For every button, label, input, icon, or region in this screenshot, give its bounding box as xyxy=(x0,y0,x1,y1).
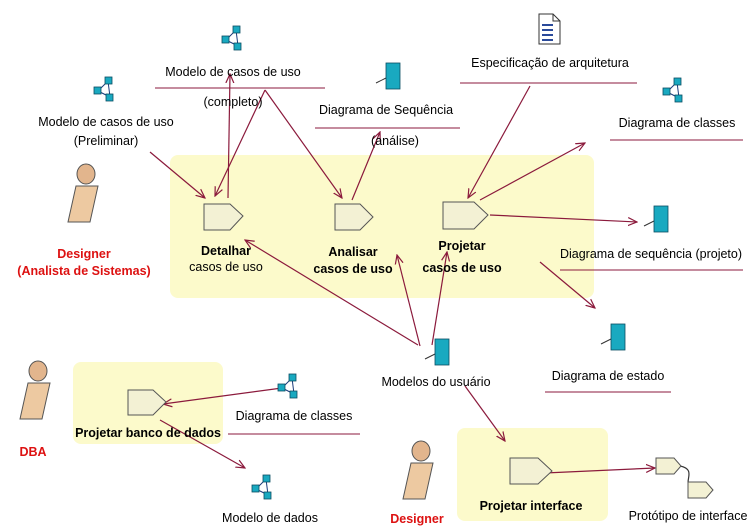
modelo-dados-label: Modelo de dados xyxy=(222,511,318,525)
detalhar-label-line2: casos de uso xyxy=(189,260,263,274)
modelo-completo-label-line2: (completo) xyxy=(203,95,262,109)
modelos-usuario-icon xyxy=(424,338,450,366)
arrow-projetar-to-seq-projeto xyxy=(489,214,637,222)
arrow-completo-to-detalhar xyxy=(215,89,266,196)
arrow-usuario-to-detalhar xyxy=(245,240,419,346)
arrow-detalhar-to-completo xyxy=(228,74,230,199)
diag-seq-projeto-icon xyxy=(643,205,669,233)
swimlane-use-cases xyxy=(170,155,594,298)
projetar-banco-label: Projetar banco de dados xyxy=(75,426,221,440)
designer-analyst-label-line2: (Analista de Sistemas) xyxy=(17,264,150,278)
modelo-completo-label-line1: Modelo de casos de uso xyxy=(165,65,301,79)
modelo-completo-icon xyxy=(221,25,242,51)
dba-label: DBA xyxy=(19,445,46,459)
prototipo-label: Protótipo de interface xyxy=(629,509,748,523)
especificacao-document-icon xyxy=(538,13,561,45)
activity-analisar-shape xyxy=(334,203,374,231)
diag-seq-analise-icon xyxy=(375,62,401,90)
arrow-projetar-to-classes-top xyxy=(479,143,585,201)
diag-classes-bottom-icon xyxy=(277,373,298,399)
diag-seq-projeto-label: Diagrama de sequência (projeto) xyxy=(560,247,742,261)
activities xyxy=(127,201,553,485)
dba-actor-icon xyxy=(19,360,51,420)
arrow-usuario-to-analisar xyxy=(397,255,421,347)
diag-classes-top-label: Diagrama de classes xyxy=(619,116,736,130)
modelo-preliminar-icon xyxy=(93,76,114,102)
diag-estado-icon xyxy=(600,323,626,351)
activity-detalhar-shape xyxy=(203,203,244,231)
analisar-label-line1: Analisar xyxy=(328,245,377,259)
arrow-banco-to-dados xyxy=(159,419,245,468)
designer-label: Designer xyxy=(390,512,444,526)
designer-analyst-label-line1: Designer xyxy=(57,247,111,261)
arrow-completo-to-analisar xyxy=(264,89,342,198)
detalhar-label-line1: Detalhar xyxy=(201,244,251,258)
modelo-preliminar-label-line2: (Preliminar) xyxy=(74,134,139,148)
analisar-label-line2: casos de uso xyxy=(313,262,393,276)
arrow-especificacao-to-projetar xyxy=(468,85,531,198)
diag-classes-bottom-label: Diagrama de classes xyxy=(236,409,353,423)
projetar-casos-label-line2: casos de uso xyxy=(422,261,502,275)
diag-classes-top-icon xyxy=(662,77,683,103)
modelos-usuario-label: Modelos do usuário xyxy=(381,375,490,389)
projetar-interface-label: Projetar interface xyxy=(480,499,583,513)
designer-actor-icon xyxy=(402,440,434,500)
diag-seq-analise-label-line1: Diagrama de Sequência xyxy=(319,103,453,117)
modelo-preliminar-label-line1: Modelo de casos de uso xyxy=(38,115,174,129)
diag-seq-analise-label-line2: (análise) xyxy=(371,134,419,148)
arrow-analisar-to-seq-analise xyxy=(351,132,380,201)
arrow-projetar-to-estado xyxy=(539,261,595,308)
activity-projetar-casos-shape xyxy=(442,201,489,230)
modelo-dados-icon xyxy=(251,474,272,500)
projetar-casos-label-line1: Projetar xyxy=(438,239,485,253)
activity-projetar-interface-shape xyxy=(509,457,553,485)
especificacao-label: Especificação de arquitetura xyxy=(471,56,629,70)
arrow-preliminar-to-detalhar xyxy=(149,151,205,198)
arrow-classes-to-banco xyxy=(163,387,283,404)
flow-arrows xyxy=(149,74,655,474)
prototipo-icon xyxy=(655,457,714,499)
artifact-underlines xyxy=(155,82,743,435)
arrow-usuario-to-projetar xyxy=(431,252,447,346)
arrow-interface-to-prototipo xyxy=(544,468,655,474)
designer-analyst-actor-icon xyxy=(67,163,99,223)
diag-estado-label: Diagrama de estado xyxy=(552,369,665,383)
arrow-usuario-to-interface xyxy=(464,385,505,441)
swimlane-regions xyxy=(73,155,608,521)
activity-projetar-banco-shape xyxy=(127,389,167,416)
